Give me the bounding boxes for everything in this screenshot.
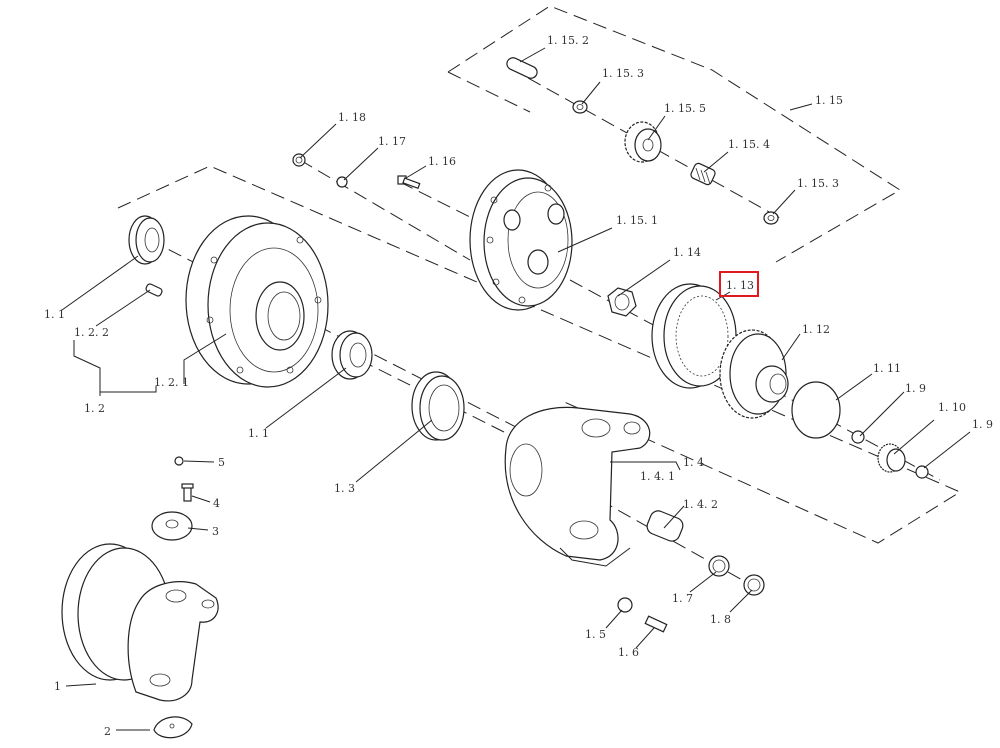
label-1-15-1: 1. 15. 1 bbox=[616, 214, 658, 227]
label-1-5: 1. 5 bbox=[585, 628, 606, 641]
highlight-box-1-13 bbox=[719, 271, 759, 297]
group-outline-1-15 bbox=[447, 5, 901, 263]
label-1-1-left: 1. 1 bbox=[44, 308, 65, 321]
label-1-13: 1. 13 bbox=[726, 279, 754, 292]
group-outline-1-2 bbox=[117, 165, 962, 544]
label-1-3: 1. 3 bbox=[334, 482, 355, 495]
label-1-6: 1. 6 bbox=[618, 646, 639, 659]
part-1-2-1-hub-housing bbox=[185, 215, 329, 388]
label-1: 1 bbox=[54, 680, 61, 693]
part-1-15-1-planet-carrier bbox=[469, 169, 573, 311]
part-1-9-snap-ring-a bbox=[851, 430, 865, 444]
part-1-15-3-washer-top bbox=[572, 100, 588, 114]
label-1-15-3-bottom: 1. 15. 3 bbox=[797, 177, 839, 190]
label-1-15-2: 1. 15. 2 bbox=[547, 34, 589, 47]
label-1-9-b: 1. 9 bbox=[972, 418, 993, 431]
label-1-17: 1. 17 bbox=[378, 135, 406, 148]
label-1-4-2: 1. 4. 2 bbox=[683, 498, 718, 511]
part-1-6-bolt bbox=[644, 615, 668, 633]
label-1-15-4: 1. 15. 4 bbox=[728, 138, 770, 151]
label-1-2-1: 1. 2. 1 bbox=[154, 376, 189, 389]
part-1-16-bolt bbox=[397, 175, 421, 190]
part-1-18-nut bbox=[292, 153, 306, 167]
label-1-4-1: 1. 4. 1 bbox=[640, 470, 675, 483]
label-1-14: 1. 14 bbox=[673, 246, 701, 259]
part-1-4-2-bushing bbox=[646, 510, 684, 542]
part-1-11-o-ring bbox=[791, 381, 841, 439]
label-3: 3 bbox=[212, 525, 219, 538]
label-1-15: 1. 15 bbox=[815, 94, 843, 107]
part-1-9-snap-ring-b bbox=[915, 465, 929, 479]
label-1-9-a: 1. 9 bbox=[905, 382, 926, 395]
part-1-15-4-needle-bearing bbox=[690, 162, 716, 186]
part-1-5-grease-nipple bbox=[617, 597, 633, 613]
part-2-shim bbox=[153, 716, 193, 739]
part-3-king-pin-cap bbox=[151, 511, 193, 541]
label-1-8: 1. 8 bbox=[710, 613, 731, 626]
part-1-12-gear-hub bbox=[719, 329, 789, 419]
part-1-7-ring bbox=[708, 555, 730, 577]
part-1-4-1-steering-knuckle bbox=[504, 406, 651, 561]
callout-labels: 1. 15. 2 1. 15. 3 1. 15 1. 15. 5 1. 15. … bbox=[44, 34, 993, 738]
label-1-7: 1. 7 bbox=[672, 592, 693, 605]
label-1-12: 1. 12 bbox=[802, 323, 830, 336]
label-1-18: 1. 18 bbox=[338, 111, 366, 124]
label-1-15-5: 1. 15. 5 bbox=[664, 102, 706, 115]
label-1-10: 1. 10 bbox=[938, 401, 966, 414]
part-1-14-hex-nut bbox=[607, 287, 637, 317]
label-4: 4 bbox=[213, 497, 220, 510]
label-1-11: 1. 11 bbox=[873, 362, 901, 375]
part-1-15-3-washer-bottom bbox=[763, 211, 779, 225]
part-1-hub-assembly bbox=[61, 543, 219, 702]
label-1-13-highlighted[interactable]: 1. 13 bbox=[719, 271, 759, 297]
part-1-15-2-pin bbox=[506, 57, 538, 79]
part-1-15-5-planet-gear bbox=[624, 121, 662, 163]
label-1-1-right: 1. 1 bbox=[248, 427, 269, 440]
part-5-nut bbox=[174, 456, 184, 466]
part-1-3-seal bbox=[411, 371, 465, 441]
part-1-2-2-dowel-pin bbox=[145, 283, 163, 297]
label-1-16: 1. 16 bbox=[428, 155, 456, 168]
label-1-15-3-top: 1. 15. 3 bbox=[602, 67, 644, 80]
label-1-4: 1. 4 bbox=[683, 456, 704, 469]
part-1-1-bearing-right bbox=[331, 330, 373, 380]
label-1-2: 1. 2 bbox=[84, 402, 105, 415]
part-1-1-bearing-left bbox=[128, 215, 165, 265]
part-4-bolt bbox=[181, 483, 194, 502]
part-1-10-spline-gear bbox=[877, 443, 906, 473]
label-5: 5 bbox=[218, 456, 225, 469]
label-2: 2 bbox=[104, 725, 111, 738]
leader-lines bbox=[61, 47, 971, 731]
label-1-2-2: 1. 2. 2 bbox=[74, 326, 109, 339]
part-1-8-ring bbox=[743, 574, 765, 596]
part-1-13-ring-gear bbox=[651, 283, 737, 389]
